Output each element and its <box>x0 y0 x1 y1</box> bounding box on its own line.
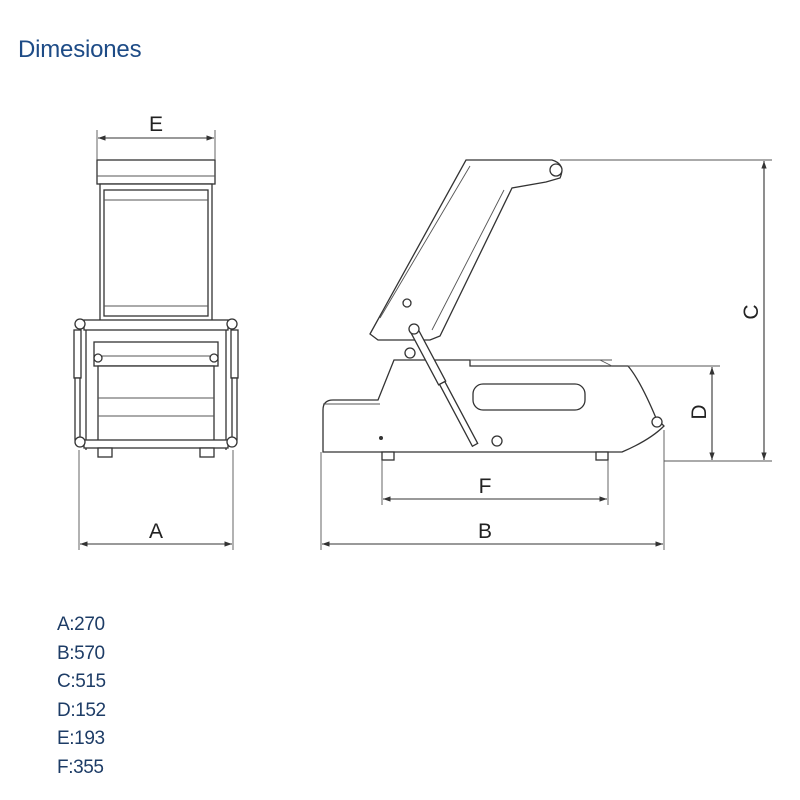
dimension-key: A: <box>57 614 75 635</box>
dimension-row-a: A:270 <box>57 611 106 640</box>
dimension-value: 270 <box>74 614 105 635</box>
dimension-row-c: C:515 <box>57 668 106 697</box>
front-tray <box>93 341 219 367</box>
dimension-value: 515 <box>75 671 106 692</box>
side-latch-pin <box>651 416 663 428</box>
side-screw <box>379 436 383 440</box>
side-spring-knob-bottom <box>491 435 503 447</box>
dimension-key: B: <box>57 642 75 664</box>
dimension-a: A <box>78 450 234 550</box>
dimension-c-label: C <box>740 304 763 319</box>
dimension-d-label: D <box>688 404 711 419</box>
front-view <box>73 159 239 458</box>
front-mid-bar <box>83 319 229 331</box>
dimension-b: B <box>320 430 665 550</box>
front-knob <box>226 318 238 330</box>
side-foot-right <box>595 451 609 461</box>
front-knob <box>74 318 86 330</box>
dimension-row-d: D:152 <box>57 697 106 726</box>
dimension-b-label: B <box>478 520 492 543</box>
front-gas-spring-left-lower <box>74 377 81 441</box>
page-title: Dimesiones <box>18 36 142 63</box>
front-gas-spring-right-upper <box>230 329 239 379</box>
dimension-e-label: E <box>149 113 163 136</box>
dimension-a-label: A <box>149 520 163 543</box>
dimension-value: 355 <box>73 756 104 778</box>
front-base <box>83 439 229 449</box>
dimension-value: 570 <box>74 642 105 664</box>
dimension-key: E: <box>57 728 75 749</box>
dimension-value: 152 <box>75 699 106 721</box>
dimension-key: F: <box>57 756 74 778</box>
side-lid-screw <box>402 298 412 308</box>
dimension-f-label: F <box>479 475 492 498</box>
side-gas-spring <box>409 327 479 448</box>
front-foot-left <box>97 447 113 458</box>
dimension-key: C: <box>57 671 76 692</box>
front-knob <box>93 353 103 363</box>
front-knob <box>209 353 219 363</box>
side-foot-left <box>381 451 395 461</box>
front-top-cap <box>96 159 216 185</box>
dimension-d: D <box>628 365 720 460</box>
dimensions-list: A:270 B:570 C:515 D:152 E:193 F:355 <box>57 611 106 782</box>
dimension-f: F <box>381 460 609 505</box>
side-lid-hinge <box>549 163 563 177</box>
front-knob <box>74 436 86 448</box>
dimension-e: E <box>96 113 216 160</box>
dimension-value: 193 <box>74 728 105 749</box>
dimension-row-e: E:193 <box>57 725 106 754</box>
side-pivot <box>404 347 416 359</box>
front-gas-spring-right-lower <box>231 377 238 441</box>
side-handle-slot <box>472 383 586 411</box>
dimension-row-f: F:355 <box>57 754 106 783</box>
front-body <box>97 365 215 443</box>
dimension-c: C <box>560 159 772 462</box>
side-spring-knob-top <box>408 323 420 335</box>
dimension-row-b: B:570 <box>57 640 106 669</box>
front-knob <box>226 436 238 448</box>
side-view <box>322 159 665 461</box>
front-foot-right <box>199 447 215 458</box>
dimension-key: D: <box>57 699 76 721</box>
front-gas-spring-left-upper <box>73 329 82 379</box>
side-lid-arm <box>369 159 563 341</box>
